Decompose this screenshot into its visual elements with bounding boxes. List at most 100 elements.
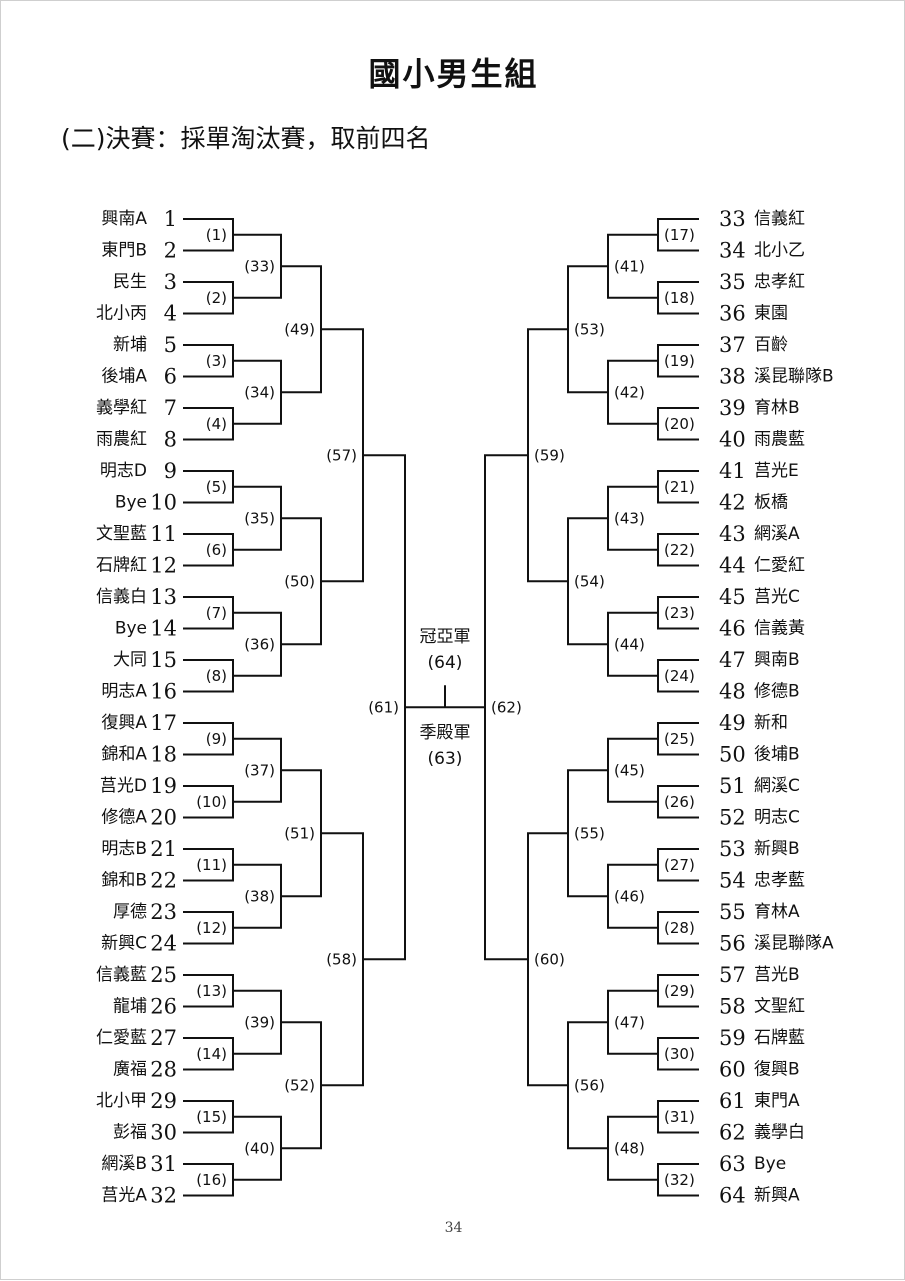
team-name: 仁愛紅	[754, 556, 805, 576]
team-name: 明志B	[101, 839, 147, 859]
match-number: (27)	[664, 856, 695, 874]
team-seed: 61	[719, 1089, 746, 1113]
team-seed: 33	[719, 207, 746, 231]
team-name: 義學紅	[96, 398, 147, 418]
team-name: 北小甲	[96, 1091, 147, 1111]
team-seed: 54	[719, 869, 746, 893]
team-name: 後埔A	[101, 367, 147, 387]
team-seed: 43	[719, 522, 746, 546]
team-seed: 39	[719, 396, 746, 420]
match-number: (58)	[326, 950, 357, 968]
team-seed: 48	[719, 680, 746, 704]
match-number: (1)	[206, 226, 227, 244]
team-name: 莒光D	[100, 776, 147, 796]
team-seed: 5	[164, 333, 177, 357]
team-name: 溪昆聯隊A	[754, 934, 834, 954]
team-seed: 10	[150, 491, 177, 515]
team-name: Bye	[115, 493, 147, 513]
match-number: (6)	[206, 541, 227, 559]
team-name: Bye	[115, 619, 147, 639]
match-number: (36)	[244, 635, 275, 653]
team-seed: 46	[719, 617, 746, 641]
team-seed: 18	[150, 743, 177, 767]
third-place-number: (63)	[428, 749, 463, 769]
match-number: (50)	[284, 572, 315, 590]
team-name: 復興B	[754, 1060, 800, 1080]
match-number: (8)	[206, 667, 227, 685]
team-name: 文聖藍	[96, 524, 147, 544]
match-number: (23)	[664, 604, 695, 622]
match-number: (24)	[664, 667, 695, 685]
team-name: 北小丙	[96, 304, 147, 324]
team-name: 北小乙	[754, 241, 805, 261]
team-name: 信義藍	[96, 965, 147, 985]
team-name: 文聖紅	[754, 997, 805, 1017]
match-number: (40)	[244, 1139, 275, 1157]
match-number: (15)	[196, 1108, 227, 1126]
match-number: (19)	[664, 352, 695, 370]
match-number: (60)	[534, 950, 565, 968]
match-number: (54)	[574, 572, 605, 590]
team-seed: 57	[719, 963, 746, 987]
team-seed: 21	[150, 837, 177, 861]
team-seed: 27	[150, 1026, 177, 1050]
page-number: 34	[444, 1220, 463, 1236]
team-seed: 36	[719, 302, 746, 326]
team-name: 莒光B	[754, 965, 800, 985]
team-name: 莒光A	[101, 1186, 147, 1206]
team-seed: 8	[164, 428, 177, 452]
team-seed: 45	[719, 585, 746, 609]
team-name: 義學白	[754, 1123, 805, 1143]
team-seed: 63	[719, 1152, 746, 1176]
match-number: (20)	[664, 415, 695, 433]
team-name: 東園	[754, 304, 788, 324]
match-number: (21)	[664, 478, 695, 496]
team-seed: 16	[150, 680, 177, 704]
team-name: 彭福	[113, 1123, 147, 1143]
team-seed: 25	[150, 963, 177, 987]
team-name: 網溪B	[101, 1154, 147, 1174]
match-number: (37)	[244, 761, 275, 779]
match-number: (47)	[614, 1013, 645, 1031]
match-number: (25)	[664, 730, 695, 748]
team-seed: 23	[150, 900, 177, 924]
team-name: 信義白	[96, 587, 147, 607]
team-name: 復興A	[101, 713, 147, 733]
match-number: (49)	[284, 320, 315, 338]
team-seed: 51	[719, 774, 746, 798]
team-name: 修德B	[754, 682, 800, 702]
team-seed: 41	[719, 459, 746, 483]
team-seed: 19	[150, 774, 177, 798]
team-name: Bye	[754, 1154, 786, 1174]
match-number: (62)	[491, 698, 522, 716]
team-name: 新埔	[113, 335, 147, 355]
team-seed: 4	[164, 302, 177, 326]
match-number: (52)	[284, 1076, 315, 1094]
team-seed: 47	[719, 648, 746, 672]
match-number: (46)	[614, 887, 645, 905]
team-seed: 62	[719, 1121, 746, 1145]
team-seed: 2	[164, 239, 177, 263]
team-seed: 30	[150, 1121, 177, 1145]
team-name: 東門A	[754, 1091, 800, 1111]
team-name: 新興A	[754, 1186, 800, 1206]
match-number: (34)	[244, 383, 275, 401]
team-name: 信義黃	[754, 619, 805, 639]
final-label: 冠亞軍	[420, 627, 471, 647]
team-name: 信義紅	[754, 209, 805, 229]
team-seed: 28	[150, 1058, 177, 1082]
team-seed: 26	[150, 995, 177, 1019]
team-seed: 11	[150, 522, 177, 546]
match-number: (45)	[614, 761, 645, 779]
team-seed: 20	[150, 806, 177, 830]
match-number: (32)	[664, 1171, 695, 1189]
match-number: (12)	[196, 919, 227, 937]
team-name: 興南A	[101, 209, 147, 229]
team-name: 大同	[113, 650, 147, 670]
team-seed: 32	[150, 1184, 177, 1208]
team-name: 厚德	[113, 902, 147, 922]
match-number: (29)	[664, 982, 695, 1000]
team-name: 網溪A	[754, 524, 800, 544]
